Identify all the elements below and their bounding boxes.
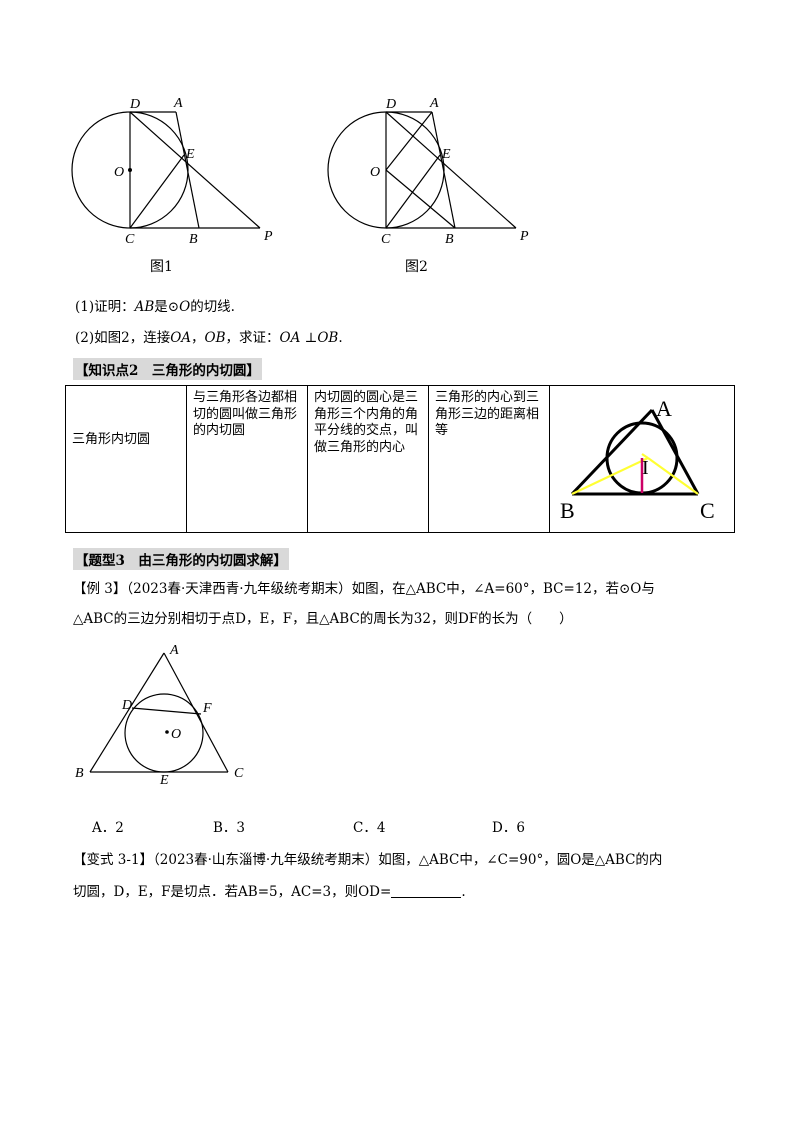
figure-1-caption: 图1	[150, 259, 173, 275]
label-f: F	[202, 701, 212, 716]
label-i: I	[642, 457, 649, 479]
label-d: D	[385, 97, 396, 112]
segment-dp	[129, 111, 261, 229]
label-o: O	[370, 165, 380, 180]
figure-3: A D F O B E C	[75, 643, 244, 788]
table-cell-definition: 与三角形各边都相切的圆叫做三角形的内切圆	[186, 385, 308, 533]
figure-1: D A O E C B P	[71, 96, 273, 247]
label-c: C	[125, 232, 135, 247]
example-3-line-1: 【例 3】（2023春·天津西青·九年级统考期末）如图，在△ABC中，∠A=60…	[73, 581, 655, 597]
label-a: A	[429, 96, 439, 111]
label-c: C	[234, 766, 244, 781]
segment-ce	[385, 154, 441, 229]
segment-dp	[385, 111, 517, 229]
label-o: O	[114, 165, 124, 180]
segment-ab	[175, 111, 200, 229]
table-cell-property: 三角形的内心到三角形三边的距离相等	[428, 385, 550, 533]
question-2: (2)如图2，连接OA，OB，求证：OA ⊥OB.	[75, 330, 343, 346]
table-cell-term: 三角形内切圆	[65, 385, 187, 533]
option-c[interactable]: C．4	[353, 820, 386, 836]
figure-2: D A O E C B P	[327, 96, 529, 247]
option-b[interactable]: B．3	[213, 820, 246, 836]
label-b: B	[560, 498, 575, 523]
table-cell-figure: A I B C	[549, 385, 735, 533]
option-a[interactable]: A．2	[92, 820, 124, 836]
label-d: D	[129, 97, 140, 112]
figure-2-caption: 图2	[405, 259, 428, 275]
segment-ob	[385, 169, 456, 229]
label-e: E	[185, 147, 195, 162]
heading-knowledge-point-2: 【知识点2 三角形的内切圆】	[73, 358, 262, 380]
label-d: D	[121, 698, 132, 713]
center-dot	[128, 168, 132, 172]
label-e: E	[159, 773, 169, 788]
variant-3-1-line-2: 切圆，D，E，F是切点．若AB=5，AC=3，则OD=.	[73, 883, 466, 900]
question-1: (1)证明：AB是⊙O的切线.	[75, 299, 235, 315]
option-d[interactable]: D．6	[492, 820, 525, 836]
heading-type-3: 【题型3 由三角形的内切圆求解】	[73, 548, 289, 570]
variant-3-1-line-1: 【变式 3-1】（2023春·山东淄博·九年级统考期末）如图，△ABC中，∠C=…	[73, 852, 663, 868]
label-a: A	[656, 396, 672, 421]
label-b: B	[189, 232, 198, 247]
knowledge-table: 三角形内切圆 与三角形各边都相切的圆叫做三角形的内切圆 内切圆的圆心是三角形三个…	[65, 385, 735, 533]
label-b: B	[445, 232, 454, 247]
label-c: C	[381, 232, 391, 247]
label-b: B	[75, 766, 84, 781]
table-cell-incenter: 内切圆的圆心是三角形三个内角的角平分线的交点，叫做三角形的内心	[307, 385, 429, 533]
label-p: P	[263, 229, 273, 244]
incircle-figure: A I B C	[560, 396, 715, 523]
label-e: E	[441, 147, 451, 162]
label-a: A	[173, 96, 183, 111]
label-a: A	[169, 643, 179, 658]
example-3-line-2: △ABC的三边分别相切于点D，E，F，且△ABC的周长为32，则DF的长为（ ）	[73, 611, 573, 627]
label-p: P	[519, 229, 529, 244]
segment-ce	[129, 154, 185, 229]
label-o: O	[171, 727, 181, 742]
answer-blank[interactable]	[391, 883, 462, 898]
segment-oa	[385, 111, 433, 171]
label-c: C	[700, 498, 715, 523]
segment-ab	[431, 111, 456, 229]
